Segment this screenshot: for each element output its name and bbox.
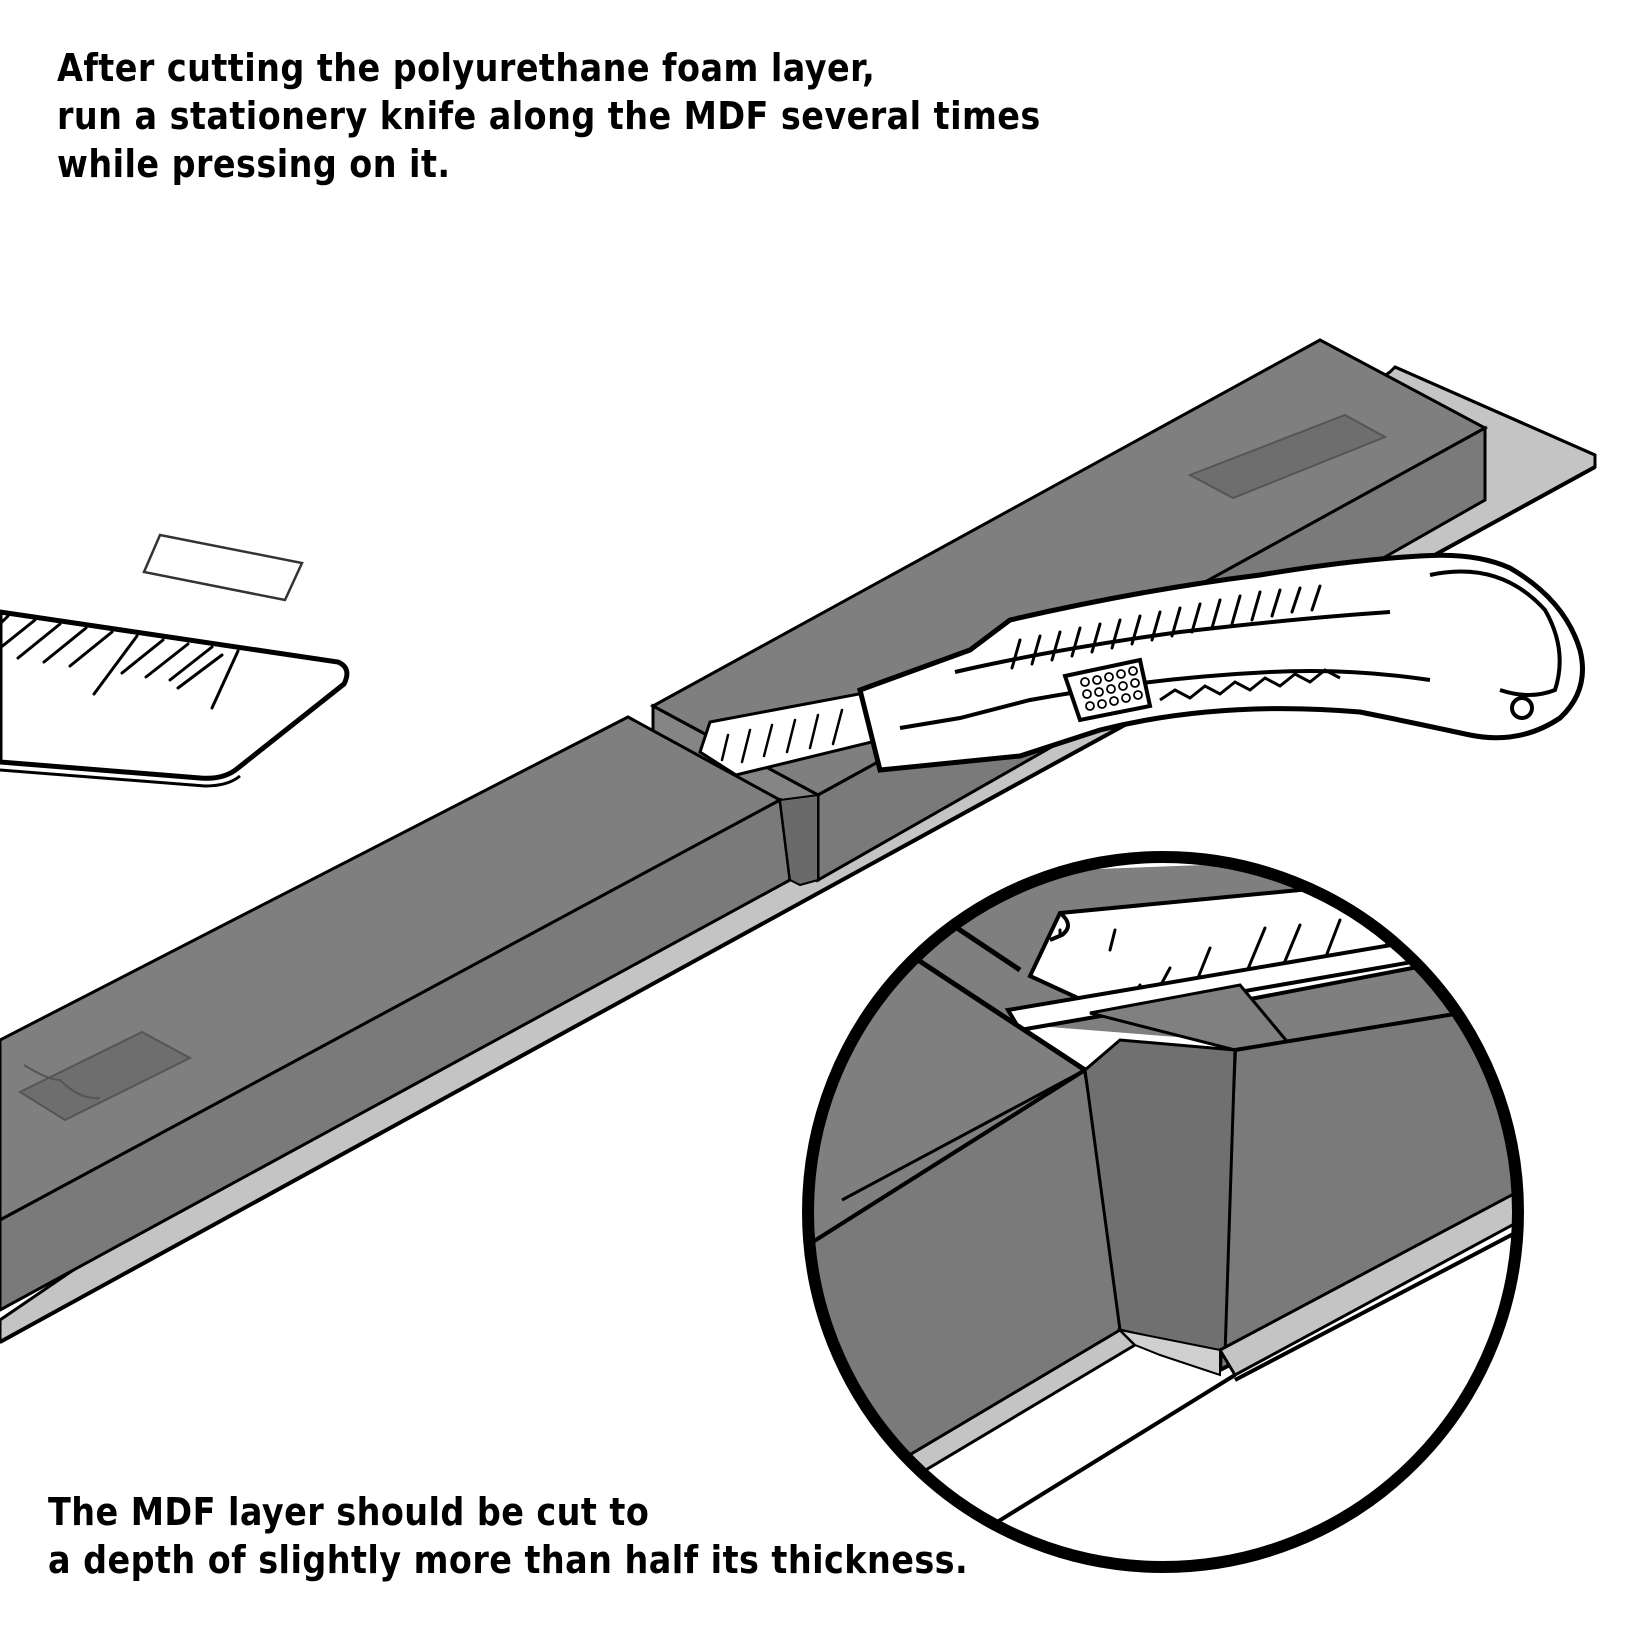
- knife-grip-ridges: [1010, 584, 1322, 670]
- lanyard-hole: [1510, 696, 1534, 720]
- utility-knife: [698, 552, 1585, 777]
- instruction-text-bottom: The MDF layer should be cut to a depth o…: [48, 1488, 968, 1584]
- knife-slider: [1062, 657, 1153, 723]
- instruction-line: while pressing on it.: [57, 142, 451, 186]
- instruction-line: a depth of slightly more than half its t…: [48, 1538, 969, 1582]
- steel-ruler: [0, 609, 350, 788]
- detail-magnifier-circle: [802, 851, 1524, 1573]
- loose-label: [142, 533, 304, 602]
- adhesive-label: [1187, 413, 1388, 500]
- knife-body: [857, 552, 1585, 773]
- instruction-line: After cutting the polyurethane foam laye…: [57, 46, 876, 90]
- v-cut-groove: [778, 793, 819, 887]
- adhesive-label-peeling: [17, 1030, 193, 1122]
- instruction-text-top: After cutting the polyurethane foam laye…: [57, 44, 1041, 188]
- ruler-tick-marks: [0, 614, 240, 710]
- detail-foam-block-right: [1083, 983, 1518, 1374]
- instruction-line: The MDF layer should be cut to: [48, 1490, 650, 1534]
- foam-block-left: [0, 715, 792, 1312]
- instruction-line: run a stationery knife along the MDF sev…: [57, 94, 1041, 138]
